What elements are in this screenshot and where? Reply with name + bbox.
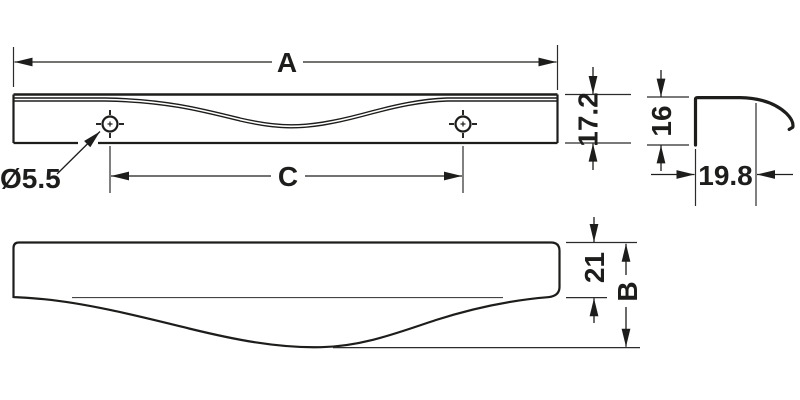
leader-line	[56, 131, 101, 175]
hole-diameter-callout: Ø5.5	[0, 131, 101, 194]
dimension-b: B	[612, 243, 643, 347]
profile-depth-label: 19.8	[698, 160, 753, 191]
dimension-21: 21	[566, 217, 637, 323]
dimension-c: C	[109, 146, 464, 193]
flange-depth-label: 21	[579, 252, 610, 283]
profile-height-label: 17.2	[573, 92, 604, 147]
dimension-a: A	[12, 45, 559, 90]
dimension-19-8: 19.8	[651, 103, 793, 206]
hole-diameter-label: Ø5.5	[0, 163, 61, 194]
front-grip-curve-inner	[13, 100, 558, 129]
dimension-17-2: 17.2	[565, 67, 631, 170]
dimension-16: 16	[646, 70, 689, 171]
side-profile	[693, 96, 795, 147]
dim-a-label: A	[277, 47, 297, 78]
mounting-hole-left	[96, 110, 124, 138]
leg-height-label: 16	[646, 105, 677, 136]
front-view	[12, 93, 559, 145]
dim-c-label: C	[278, 161, 298, 192]
mounting-hole-right	[449, 110, 477, 138]
front-grip-curve-outer	[13, 97, 558, 126]
plan-view	[12, 241, 640, 349]
side-view	[693, 96, 795, 147]
plan-outline	[12, 241, 561, 349]
total-depth-label: B	[612, 281, 643, 301]
